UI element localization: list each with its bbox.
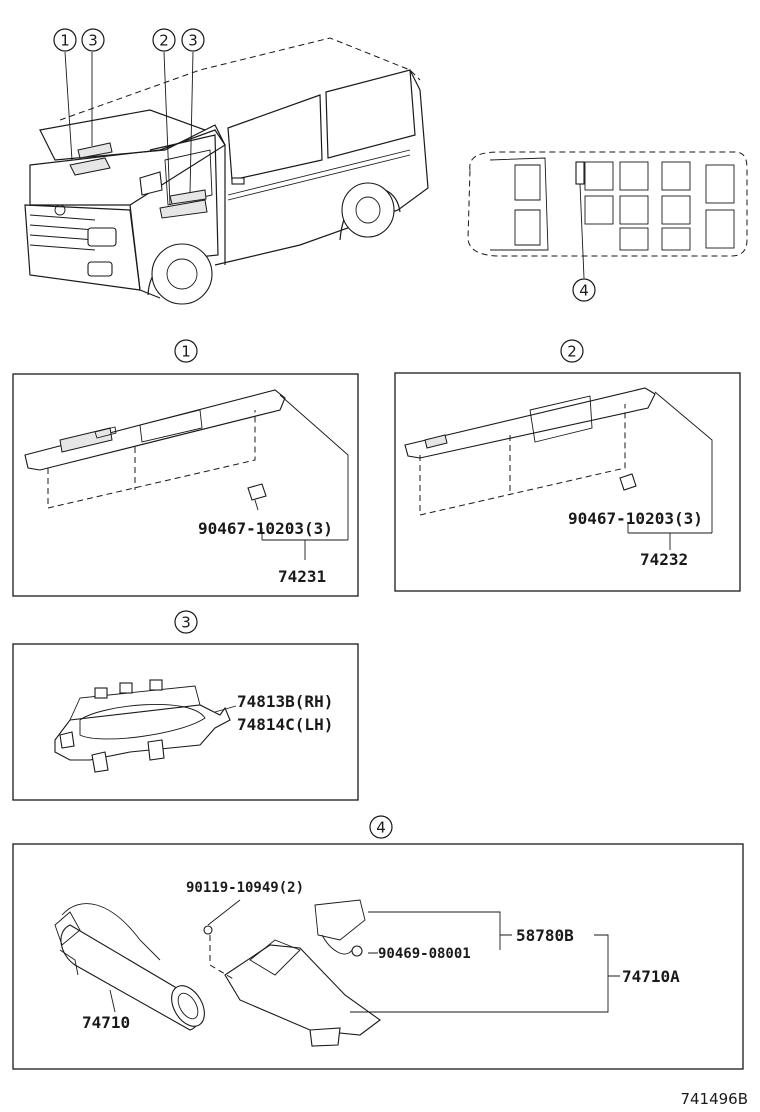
svg-text:3: 3 [181, 614, 191, 632]
label-74231: 74231 [278, 567, 326, 586]
label-74710a: 74710A [622, 967, 680, 986]
label-90469-08001: 90469-08001 [378, 946, 471, 962]
label-74710: 74710 [82, 1013, 130, 1032]
svg-text:3: 3 [88, 32, 98, 50]
callout-2-top: 2 [152, 28, 176, 52]
van-top-view [467, 151, 748, 279]
leader-90119 [207, 899, 241, 926]
callout-3-top: 3 [81, 28, 105, 52]
label-90467-10203-b: 90467-10203(3) [568, 509, 703, 528]
label-74813b-rh: 74813B(RH) [237, 692, 333, 711]
svg-text:2: 2 [159, 32, 169, 50]
panel-4-frame [12, 843, 744, 1070]
panel-3-frame [12, 643, 359, 801]
diagram-code: 741496B [680, 1090, 748, 1108]
label-74814c-lh: 74814C(LH) [237, 715, 333, 734]
svg-text:1: 1 [60, 32, 70, 50]
fire-extinguisher-74710 [54, 903, 205, 1031]
callout-1-top: 1 [53, 28, 77, 52]
label-90467-10203-a: 90467-10203(3) [198, 519, 333, 538]
callout-3-heading: 3 [174, 610, 198, 634]
callout-4-top: 4 [572, 278, 596, 302]
inside-handle [54, 679, 231, 773]
callout-2-heading: 2 [560, 339, 584, 363]
svg-text:2: 2 [567, 343, 577, 361]
leader-74232 [627, 391, 713, 550]
panel-1-frame [12, 373, 359, 597]
leader-74710a [350, 934, 620, 1013]
switch-base-74232 [404, 387, 656, 516]
van-illustration [24, 37, 429, 305]
callout-1-heading: 1 [174, 339, 198, 363]
svg-text:1: 1 [181, 343, 191, 361]
label-58780b: 58780B [516, 926, 574, 945]
svg-text:4: 4 [376, 819, 386, 837]
switch-base-74231 [24, 389, 286, 511]
leader-74813b [214, 705, 237, 713]
svg-text:4: 4 [579, 282, 589, 300]
svg-text:3: 3 [188, 32, 198, 50]
leader-74231 [261, 394, 349, 560]
callout-4-heading: 4 [369, 815, 393, 839]
leader-58780b [368, 911, 512, 954]
callout-3-top-b: 3 [181, 28, 205, 52]
label-90119-10949: 90119-10949(2) [186, 880, 304, 896]
label-74232: 74232 [640, 550, 688, 569]
panel-2-frame [394, 372, 741, 592]
extinguisher-bracket [203, 899, 381, 1047]
